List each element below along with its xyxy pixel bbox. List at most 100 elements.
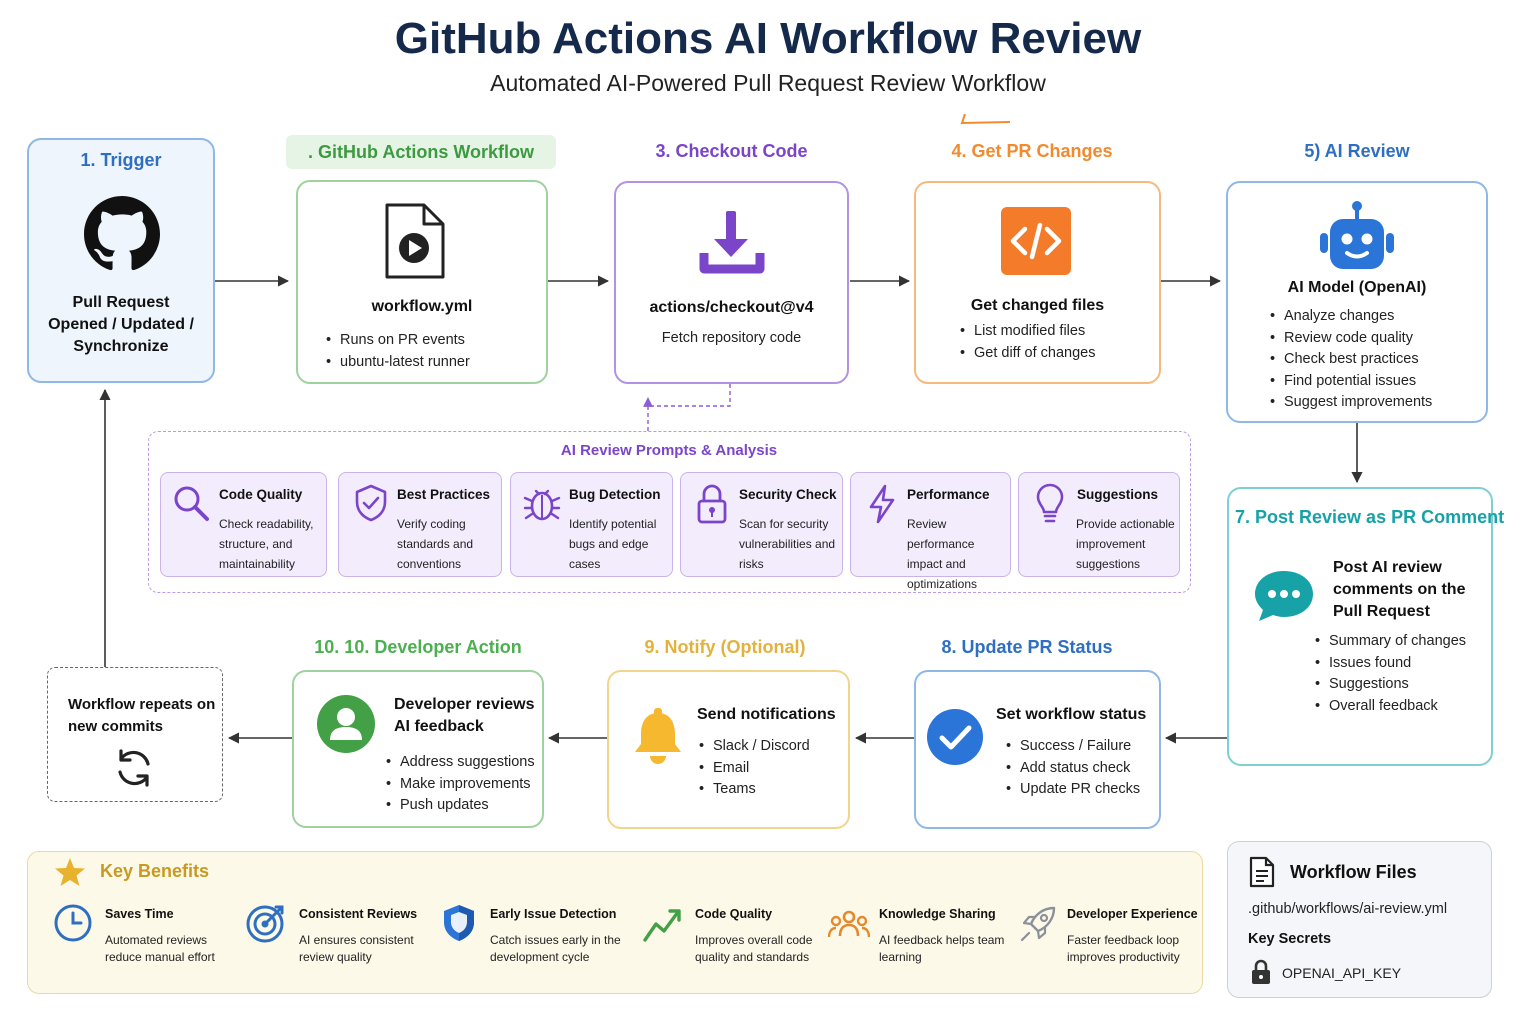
- post-title: Post AI review comments on the Pull Requ…: [1333, 559, 1466, 620]
- changes-card: Get changed files List modified files Ge…: [914, 181, 1161, 384]
- prompt-card-code-quality: Code Quality Check readability, structur…: [160, 472, 327, 577]
- prompt-card-performance: Performance Review performance impact an…: [850, 472, 1011, 591]
- benefit-item: Knowledge Sharing AI feedback helps team…: [827, 900, 1008, 970]
- secrets-label: Key Secrets: [1248, 931, 1332, 947]
- prompt-text: Verify coding standards and conventions: [397, 517, 474, 571]
- review-title: AI Model (OpenAI): [1287, 279, 1427, 296]
- workflow-card: workflow.yml Runs on PR events ubuntu-la…: [296, 180, 548, 384]
- secret-name: OPENAI_API_KEY: [1282, 965, 1402, 981]
- review-label: 5) AI Review: [1304, 141, 1410, 161]
- prompt-card-security-check: Security Check Scan for security vulnera…: [680, 472, 843, 577]
- lightning-icon: [865, 483, 899, 525]
- notify-card: Send notifications Slack / Discord Email…: [607, 670, 850, 829]
- workflow-label: . GitHub Actions Workflow: [286, 135, 556, 169]
- list-item: Runs on PR events: [326, 330, 470, 352]
- review-card: AI Model (OpenAI) Analyze changes Review…: [1226, 181, 1488, 423]
- shield-check-icon: [353, 483, 389, 523]
- secret-lock-icon: [1250, 959, 1272, 985]
- checkout-card: actions/checkout@v4 Fetch repository cod…: [614, 181, 849, 384]
- trigger-label: 1. Trigger: [80, 150, 162, 170]
- post-card: 7. Post Review as PR Comment Post AI rev…: [1227, 487, 1504, 766]
- lock-icon: [695, 483, 729, 525]
- magnifier-icon: [171, 483, 211, 523]
- prompt-card-suggestions: Suggestions Provide actionable improveme…: [1018, 472, 1180, 577]
- play-file-icon: [384, 202, 446, 280]
- benefit-title: Knowledge Sharing: [879, 907, 996, 921]
- trend-up-icon: [642, 904, 684, 944]
- repeat-card: Workflow repeats on new commits: [47, 667, 223, 802]
- status-list: Success / Failure Add status check Updat…: [1006, 736, 1140, 801]
- target-icon: [245, 902, 287, 944]
- notify-list: Slack / Discord Email Teams: [699, 736, 810, 801]
- prompt-text: Check readability, structure, and mainta…: [219, 517, 314, 571]
- prompt-text: Identify potential bugs and edge cases: [569, 517, 657, 571]
- arrow-prompts-to-checkout: [643, 384, 731, 407]
- github-icon: [84, 196, 160, 272]
- files-title: Workflow Files: [1290, 862, 1417, 882]
- bell-icon: [631, 706, 685, 768]
- list-item: Check best practices: [1270, 349, 1432, 371]
- review-list: Analyze changes Review code quality Chec…: [1270, 306, 1432, 414]
- prompt-text: Scan for security vulnerabilities and ri…: [739, 517, 836, 571]
- list-item: Suggest improvements: [1270, 392, 1432, 414]
- shield-icon: [440, 902, 478, 944]
- prompt-card-best-practices: Best Practices Verify coding standards a…: [338, 472, 502, 577]
- bug-icon: [523, 483, 561, 523]
- checkout-title: actions/checkout@v4: [649, 299, 814, 316]
- benefit-text: Improves overall code quality and standa…: [695, 933, 813, 964]
- prompt-card-bug-detection: Bug Detection Identify potential bugs an…: [510, 472, 673, 577]
- list-item: Overall feedback: [1315, 696, 1466, 718]
- prompts-panel: AI Review Prompts & Analysis: [148, 431, 1191, 593]
- prompt-title: Best Practices: [397, 487, 491, 502]
- list-item: Push updates: [386, 795, 535, 817]
- team-icon: [827, 908, 871, 942]
- prompt-title: Bug Detection: [569, 487, 661, 502]
- list-item: Get diff of changes: [960, 343, 1095, 365]
- developer-card: Developer reviews AI feedback Address su…: [292, 670, 544, 828]
- notify-title: Send notifications: [697, 706, 836, 723]
- benefit-item: Code Quality Improves overall code quali…: [642, 900, 822, 970]
- prompt-title: Code Quality: [219, 487, 303, 502]
- list-item: Summary of changes: [1315, 631, 1466, 653]
- changes-label: 4. Get PR Changes: [951, 141, 1113, 161]
- benefit-title: Saves Time: [105, 907, 174, 921]
- list-item: Slack / Discord: [699, 736, 810, 758]
- benefit-title: Early Issue Detection: [490, 907, 617, 921]
- benefits-title: Key Benefits: [100, 861, 210, 881]
- benefit-title: Developer Experience: [1067, 907, 1198, 921]
- user-icon: [316, 694, 376, 754]
- status-card: Set workflow status Success / Failure Ad…: [914, 670, 1161, 829]
- list-item: Suggestions: [1315, 674, 1466, 696]
- changes-list: List modified files Get diff of changes: [960, 321, 1095, 364]
- check-circle-icon: [926, 708, 984, 766]
- robot-icon: [1314, 197, 1400, 273]
- workflow-title: workflow.yml: [371, 298, 473, 315]
- list-item: Make improvements: [386, 774, 535, 796]
- benefit-item: Developer Experience Faster feedback loo…: [1018, 900, 1200, 970]
- benefit-text: AI feedback helps team learning: [879, 933, 1005, 964]
- developer-list: Address suggestions Make improvements Pu…: [386, 752, 535, 817]
- checkout-text: Fetch repository code: [661, 330, 802, 346]
- prompt-text: Review performance impact and optimizati…: [907, 517, 978, 591]
- page-subtitle: Automated AI-Powered Pull Request Review…: [490, 70, 1046, 96]
- prompt-title: Security Check: [739, 487, 837, 502]
- benefit-item: Saves Time Automated reviews reduce manu…: [52, 900, 237, 970]
- status-title: Set workflow status: [996, 706, 1147, 723]
- list-item: ubuntu-latest runner: [326, 352, 470, 374]
- list-item: Email: [699, 758, 810, 780]
- list-item: Review code quality: [1270, 328, 1432, 350]
- chat-bubble-icon: [1253, 567, 1315, 623]
- prompt-text: Provide actionable improvement suggestio…: [1076, 517, 1175, 571]
- star-icon: [54, 856, 86, 888]
- post-label: 7. Post Review as PR Comment: [1235, 507, 1505, 527]
- clock-icon: [52, 902, 94, 944]
- benefit-item: Early Issue Detection Catch issues early…: [440, 900, 625, 970]
- refresh-icon: [112, 746, 156, 790]
- trigger-card: 1. Trigger Pull Request Opened / Updated…: [27, 138, 215, 383]
- list-item: Issues found: [1315, 653, 1466, 675]
- developer-label: 10. 10. Developer Action: [314, 637, 522, 657]
- benefit-text: Faster feedback loop improves productivi…: [1067, 933, 1180, 964]
- benefits-panel: Key Benefits: [27, 851, 1203, 994]
- prompts-title: AI Review Prompts & Analysis: [560, 442, 778, 459]
- changes-title: Get changed files: [970, 297, 1105, 314]
